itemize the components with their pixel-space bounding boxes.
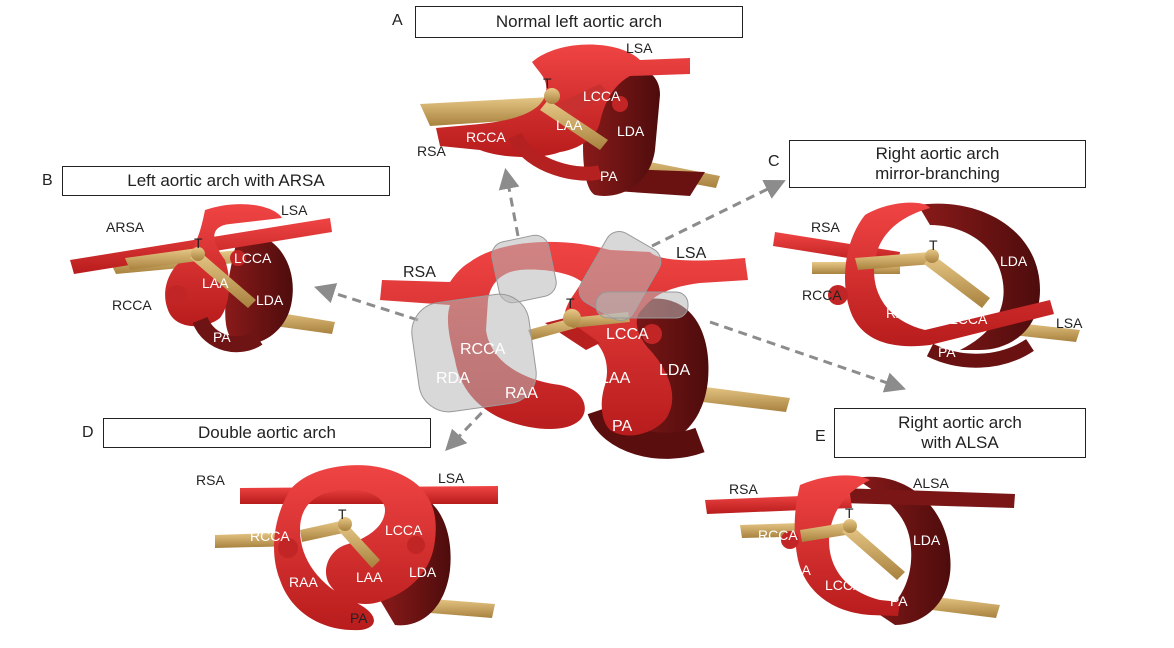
- center-label-rpa: RPA: [548, 343, 580, 360]
- panel-b-label-lsa: LSA: [281, 202, 308, 218]
- panel-d-label-pa: PA: [350, 610, 368, 626]
- panel-b-label-lda: LDA: [256, 292, 284, 308]
- center-label-rcca: RCCA: [460, 341, 506, 358]
- panel-e-title: Right aortic arch with ALSA: [834, 408, 1086, 458]
- panel-a-letter: A: [392, 12, 403, 29]
- panel-e-label-t: T: [845, 505, 854, 521]
- center-label-lpa: LPA: [699, 407, 728, 424]
- arrows: [313, 167, 906, 452]
- panel-b-label-lcca: LCCA: [234, 250, 272, 266]
- panel-c-label-rsa: RSA: [811, 219, 840, 235]
- center-label-raa: RAA: [505, 385, 538, 402]
- panel-e-label-raa: RAA: [782, 562, 811, 578]
- panel-b-letter: B: [42, 172, 53, 189]
- panel-a-label-pa: PA: [600, 168, 618, 184]
- panel-a-title: Normal left aortic arch: [415, 6, 743, 38]
- center-label-laa: LAA: [600, 370, 631, 387]
- panel-e-label-lda: LDA: [913, 532, 941, 548]
- center-label-pa: PA: [612, 418, 632, 435]
- panel-d-title: Double aortic arch: [103, 418, 431, 448]
- panel-c-title: Right aortic arch mirror-branching: [789, 140, 1086, 188]
- panel-a-label-laa: LAA: [556, 117, 583, 133]
- panel-a-label-t: T: [543, 75, 552, 91]
- panel-a-illustration: LSA T LCCA LAA LDA RCCA RSA PA: [417, 40, 720, 196]
- panel-c-label-lcca: LCCA: [950, 311, 988, 327]
- panel-e-title-line1: Right aortic arch: [898, 413, 1022, 433]
- center-label-rsa: RSA: [403, 264, 436, 281]
- panel-d-label-rcca: RCCA: [250, 528, 290, 544]
- panel-d-label-lsa: LSA: [438, 470, 465, 486]
- panel-b-illustration: ARSA LSA T LCCA LAA LDA RCCA PA: [70, 202, 335, 353]
- panel-d-illustration: RSA LSA T RCCA LCCA RAA LAA LDA PA: [196, 465, 498, 631]
- panel-c-label-lsa: LSA: [1056, 315, 1083, 331]
- panel-d-label-rsa: RSA: [196, 472, 225, 488]
- panel-c-title-line1: Right aortic arch: [875, 144, 1000, 164]
- panel-b-title: Left aortic arch with ARSA: [62, 166, 390, 196]
- panel-d-label-lda: LDA: [409, 564, 437, 580]
- panel-d-label-laa: LAA: [356, 569, 383, 585]
- panel-e-letter: E: [815, 428, 826, 445]
- panel-e-title-line2: with ALSA: [921, 433, 999, 452]
- arrow-to-a: [498, 167, 520, 237]
- panel-a-label-lsa: LSA: [626, 40, 653, 56]
- center-label-rda: RDA: [436, 370, 470, 387]
- center-label-lsa: LSA: [676, 245, 707, 262]
- panel-c-label-pa: PA: [938, 344, 956, 360]
- panel-b-label-pa: PA: [213, 329, 231, 345]
- panel-d-label-raa: RAA: [289, 574, 318, 590]
- panel-a-label-rcca: RCCA: [466, 129, 506, 145]
- panel-e-label-lcca: LCCA: [825, 577, 863, 593]
- panel-c-label-lda: LDA: [1000, 253, 1028, 269]
- panel-d-label-t: T: [338, 506, 347, 522]
- panel-a-label-lcca: LCCA: [583, 88, 621, 104]
- panel-b-label-laa: LAA: [202, 275, 229, 291]
- center-label-t: T: [566, 295, 575, 311]
- panel-e-illustration: RSA ALSA T RCCA LDA RAA LCCA PA: [705, 475, 1015, 625]
- panel-c-letter: C: [768, 153, 780, 170]
- panel-d-label-lcca: LCCA: [385, 522, 423, 538]
- panel-c-label-raa: RAA: [886, 305, 915, 321]
- panel-a-label-rsa: RSA: [417, 143, 446, 159]
- center-illustration: RSA LSA T LCCA RCCA RPA RDA LAA LDA RAA …: [380, 230, 790, 459]
- panel-c-label-t: T: [929, 237, 938, 253]
- center-label-lcca: LCCA: [606, 326, 649, 343]
- center-label-lda: LDA: [659, 362, 690, 379]
- panel-e-label-pa: PA: [890, 593, 908, 609]
- panel-b-label-arsa: ARSA: [106, 219, 145, 235]
- panel-b-label-rcca: RCCA: [112, 297, 152, 313]
- panel-d-letter: D: [82, 424, 94, 441]
- panel-e-label-rsa: RSA: [729, 481, 758, 497]
- arrow-to-b: [313, 283, 419, 322]
- arrow-to-c: [651, 179, 786, 248]
- arrow-to-d: [445, 400, 494, 452]
- panel-c-label-rcca: RCCA: [802, 287, 842, 303]
- panel-b-label-t: T: [194, 235, 203, 251]
- arrow-to-e: [709, 320, 906, 393]
- panel-a-label-lda: LDA: [617, 123, 645, 139]
- panel-c-illustration: RSA T LDA RCCA RAA LCCA LSA PA: [773, 202, 1083, 368]
- panel-e-label-alsa: ALSA: [913, 475, 949, 491]
- panel-c-title-line2: mirror-branching: [875, 164, 1000, 183]
- panel-e-label-rcca: RCCA: [758, 527, 798, 543]
